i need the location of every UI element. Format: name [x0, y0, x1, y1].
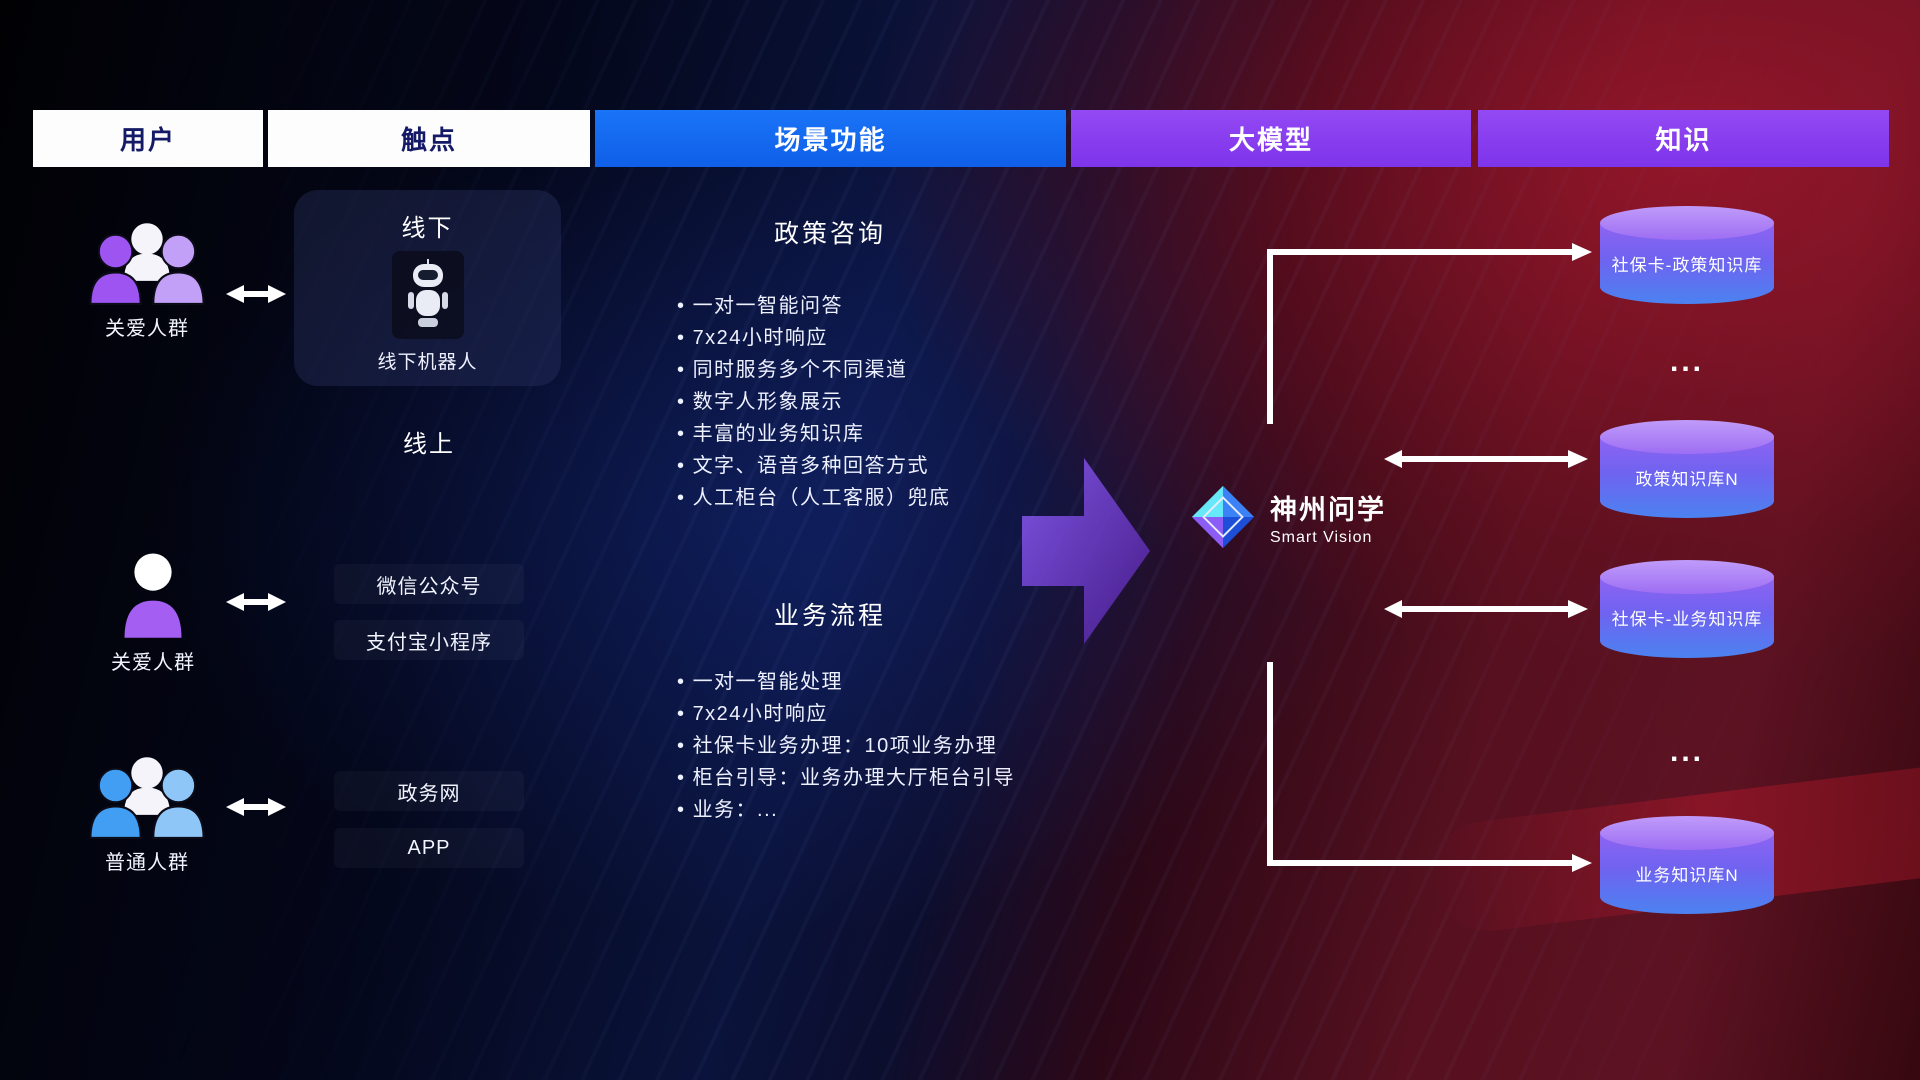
scenario-item: 文字、语音多种回答方式 [677, 450, 951, 482]
scenario-item: 7x24小时响应 [677, 698, 1015, 730]
header-users: 用户 [33, 110, 263, 167]
scenario-item: 同时服务多个不同渠道 [677, 354, 951, 386]
user-group-general: 普通人群 [82, 752, 212, 875]
header-scenarios: 场景功能 [595, 110, 1066, 167]
cylinder-top [1600, 816, 1774, 850]
db-label: 社保卡-业务知识库 [1611, 609, 1763, 629]
user-label: 关爱人群 [105, 318, 189, 340]
smart-vision-logo-icon [1191, 485, 1255, 549]
robot-icon [407, 259, 448, 327]
channel-alipay: 支付宝小程序 [334, 620, 524, 660]
scenario-item: 业务：... [677, 794, 1015, 826]
offline-touchpoint-panel: 线下 线下机器人 [294, 190, 561, 386]
user-group-care-1: 关爱人群 [82, 218, 212, 341]
header-knowledge: 知识 [1478, 110, 1889, 167]
cylinder-top [1600, 206, 1774, 240]
robot-photo-tile [391, 251, 464, 339]
header-touchpoints: 触点 [268, 110, 590, 167]
header-model: 大模型 [1071, 110, 1471, 167]
scenario-title-policy: 政策咨询 [773, 220, 886, 248]
db-policy-ssc: 社保卡-政策知识库 [1600, 206, 1774, 304]
user-label: 普通人群 [105, 852, 189, 874]
people-group-purple-icon [89, 223, 205, 305]
scenario-item: 柜台引导：业务办理大厅柜台引导 [677, 762, 1015, 794]
scenario-item: 数字人形象展示 [677, 386, 951, 418]
db-label: 业务知识库N [1635, 865, 1739, 885]
scenario-item: 7x24小时响应 [677, 322, 951, 354]
cylinder-top [1600, 560, 1774, 594]
flow-arrow [1022, 458, 1150, 644]
scenario-item: 人工柜台（人工客服）兜底 [677, 482, 951, 514]
ellipsis-dots: ... [1669, 345, 1704, 378]
model-subtitle: Smart Vision [1270, 528, 1373, 546]
model-logo-block: 神州问学 Smart Vision [1188, 482, 1386, 552]
scenario-item: 一对一智能问答 [677, 290, 951, 322]
channel-gov-web: 政务网 [334, 771, 524, 811]
scenario-item: 社保卡业务办理：10项业务办理 [677, 730, 1015, 762]
people-group-blue-icon [89, 757, 205, 839]
scenario-policy-list: 一对一智能问答 7x24小时响应 同时服务多个不同渠道 数字人形象展示 丰富的业… [677, 290, 951, 514]
cylinder-top [1600, 420, 1774, 454]
scenario-item: 一对一智能处理 [677, 666, 1015, 698]
channel-app: APP [334, 828, 524, 868]
model-logo-text: 神州问学 Smart Vision [1270, 488, 1386, 547]
db-label: 社保卡-政策知识库 [1611, 255, 1763, 275]
db-label: 政策知识库N [1635, 469, 1739, 489]
db-policy-n: 政策知识库N [1600, 420, 1774, 518]
channel-wechat: 微信公众号 [334, 564, 524, 604]
offline-robot-label: 线下机器人 [377, 352, 478, 373]
online-title: 线上 [403, 431, 455, 458]
scenario-item: 丰富的业务知识库 [677, 418, 951, 450]
model-name: 神州问学 [1270, 494, 1386, 525]
person-purple-icon [124, 553, 182, 638]
scenario-business-list: 一对一智能处理 7x24小时响应 社保卡业务办理：10项业务办理 柜台引导：业务… [677, 666, 1015, 826]
ellipsis-dots: ... [1669, 735, 1704, 768]
user-single-care: 关爱人群 [108, 548, 198, 675]
offline-title: 线下 [401, 215, 454, 242]
db-business-n: 业务知识库N [1600, 816, 1774, 914]
scenario-title-business: 业务流程 [773, 602, 886, 630]
db-business-ssc: 社保卡-业务知识库 [1600, 560, 1774, 658]
user-label: 关爱人群 [111, 652, 195, 674]
